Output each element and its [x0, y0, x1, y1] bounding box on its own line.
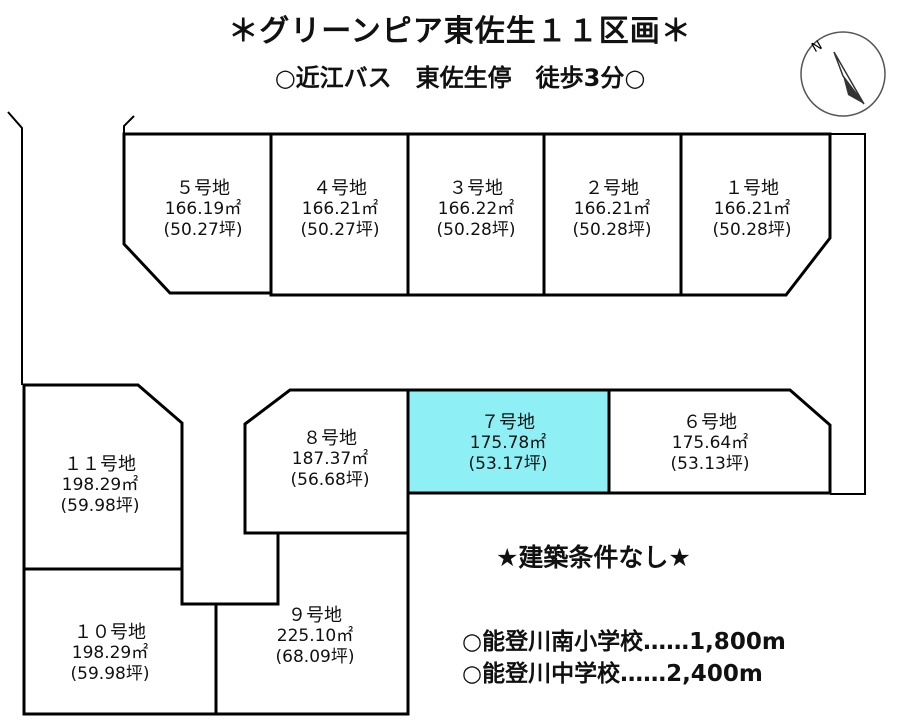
road-strip-right: [830, 133, 866, 495]
lot-1-label: １号地 166.21㎡ (50.28坪): [713, 178, 792, 241]
road-edge-left: [7, 111, 23, 385]
lot-tsubo: (50.28坪): [712, 220, 792, 240]
lot-5-label: ５号地 166.19㎡ (50.27坪): [164, 178, 243, 241]
lot-1-outline: [679, 132, 832, 297]
lot-number: ２号地: [585, 178, 639, 199]
lot-area: 166.21㎡: [301, 199, 379, 219]
lot-tsubo: (50.28坪): [436, 220, 516, 240]
lot-tsubo: (50.27坪): [300, 220, 380, 240]
lot-area: 187.37㎡: [291, 449, 369, 469]
lot-area: 166.21㎡: [573, 199, 651, 219]
lot-5-outline: [122, 132, 273, 295]
lot-number: ４号地: [313, 178, 367, 199]
lot-11-outline: [22, 383, 184, 571]
lot-number: ５号地: [176, 178, 230, 199]
lot-tsubo: (50.28坪): [572, 220, 652, 240]
lot-area: 166.22㎡: [437, 199, 515, 219]
lot-3-label: ３号地 166.22㎡ (50.28坪): [437, 178, 516, 241]
lot-area: 198.29㎡: [71, 643, 149, 663]
lot-area: 198.29㎡: [61, 475, 139, 495]
lot-number: ８号地: [303, 428, 357, 449]
lot-6-label: ６号地 175.64㎡ (53.13坪): [671, 412, 750, 475]
page-title: ＊グリーンピア東佐生１１区画＊: [228, 14, 692, 49]
lot-area: 166.21㎡: [713, 199, 791, 219]
lot-number: ３号地: [449, 178, 503, 199]
lot-tsubo: (68.09坪): [275, 647, 355, 667]
lot-11-label: １１号地 198.29㎡ (59.98坪): [61, 454, 140, 517]
lot-8-label: ８号地 187.37㎡ (56.68坪): [291, 428, 370, 491]
building-condition-note: ★建築条件なし★: [496, 543, 691, 572]
lot-number: ９号地: [288, 605, 342, 626]
lot-2-label: ２号地 166.21㎡ (50.28坪): [573, 178, 652, 241]
lot-tsubo: (59.98坪): [60, 496, 140, 516]
lot-tsubo: (53.13坪): [670, 454, 750, 474]
lot-number: １１号地: [64, 454, 136, 475]
lot-number: ７号地: [481, 412, 535, 433]
school-distance-junior-high: ○能登川中学校……2,400m: [462, 661, 763, 687]
lot-number: １号地: [725, 178, 779, 199]
lot-number: ６号地: [683, 412, 737, 433]
lot-area: 225.10㎡: [276, 626, 354, 646]
lot-area: 175.78㎡: [469, 433, 547, 453]
lot-7-label: ７号地 175.78㎡ (53.17坪): [469, 412, 548, 475]
school-distance-elementary: ○能登川南小学校……1,800m: [462, 629, 786, 655]
lot-4-label: ４号地 166.21㎡ (50.27坪): [301, 178, 380, 241]
lot-area: 166.19㎡: [164, 199, 242, 219]
lot-tsubo: (50.27坪): [163, 220, 243, 240]
bus-stop-note: ○近江バス 東佐生停 徒歩3分○: [274, 64, 646, 92]
lot-tsubo: (56.68坪): [290, 470, 370, 490]
lot-6-outline: [607, 388, 832, 495]
lot-9-label: ９号地 225.10㎡ (68.09坪): [276, 605, 355, 668]
lot-tsubo: (53.17坪): [468, 454, 548, 474]
road-edge-top: [123, 115, 135, 134]
lot-number: １０号地: [74, 622, 146, 643]
north-compass-icon: [800, 31, 886, 117]
lot-tsubo: (59.98坪): [70, 664, 150, 684]
lot-area: 175.64㎡: [671, 433, 749, 453]
lot-10-label: １０号地 198.29㎡ (59.98坪): [71, 622, 150, 685]
